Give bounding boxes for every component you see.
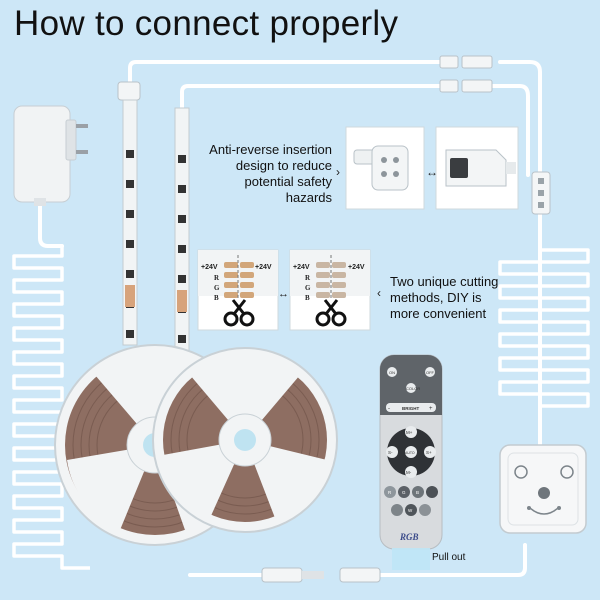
power-adapter [13,105,88,206]
top-connector-a [439,55,459,69]
pad-label-24v-right-2: +24V [348,264,365,271]
arrow-left-icon: ‹ [377,286,381,300]
strip1-connector [117,81,141,101]
left-coiled-cable [12,246,90,570]
pad-label-g: G [214,284,220,292]
remote-m-plus-button[interactable]: M+ [406,430,413,435]
led-reel-2 [152,347,338,533]
pad-label-24v-left: +24V [201,264,218,271]
page-title: How to connect properly [14,4,399,43]
mid-connector-a [439,79,459,93]
remote-b-button[interactable]: B [416,490,419,495]
cutting-panel [197,249,371,331]
pad-label-g-2: G [305,284,311,292]
pad-label-24v-left-2: +24V [293,264,310,271]
callout-cutting-methods: Two unique cutting methods, DIY is more … [390,274,499,321]
double-arrow-icon-2: ↔ [278,288,289,300]
remote-w-button[interactable]: W [408,508,413,513]
remote-m-minus-button[interactable]: M- [406,470,412,475]
remote-bright-plus[interactable]: + [429,406,433,412]
remote-auto-button[interactable]: AUTO [405,451,415,455]
remote-brand-logo: RGB [399,532,419,542]
pad-label-b: B [214,294,219,302]
pad-label-24v-right: +24V [255,264,272,271]
bottom-plug-male [261,567,303,583]
remote-g-button[interactable]: G [402,490,406,495]
remote-s-plus-button[interactable]: S+ [426,450,432,455]
pad-label-r: R [214,274,220,282]
pad-label-b-2: B [305,294,310,302]
pull-out-label: Pull out [432,552,466,563]
mid-connector-b [461,79,493,93]
remote-s-minus-button[interactable]: S- [388,450,393,455]
callout-anti-reverse: Anti-reverse insertion design to reduce … [209,142,332,205]
double-arrow-icon: ↔ [426,165,438,179]
remote-on-button[interactable]: ON [389,370,395,375]
remote-control [379,354,443,570]
scissors-icon-1 [223,299,255,327]
bottom-plug-female [339,567,381,583]
arrow-right-icon: › [336,165,340,179]
led-strip-1 [122,99,138,346]
scissors-icon-2 [315,299,347,327]
remote-off-button[interactable]: OFF [426,370,435,375]
controller-box [499,444,587,534]
remote-bright-label: BRIGHT [402,406,419,411]
top-connector-b [461,55,493,69]
pad-label-r-2: R [305,274,311,282]
remote-r-button[interactable]: R [388,490,392,495]
cable-lines [38,60,542,577]
led-strip-2 [174,107,190,386]
right-coiled-cable [498,240,590,445]
anti-reverse-panel [345,126,519,210]
remote-color-button[interactable]: COLOR [406,386,420,391]
remote-bright-minus[interactable]: - [388,406,390,412]
